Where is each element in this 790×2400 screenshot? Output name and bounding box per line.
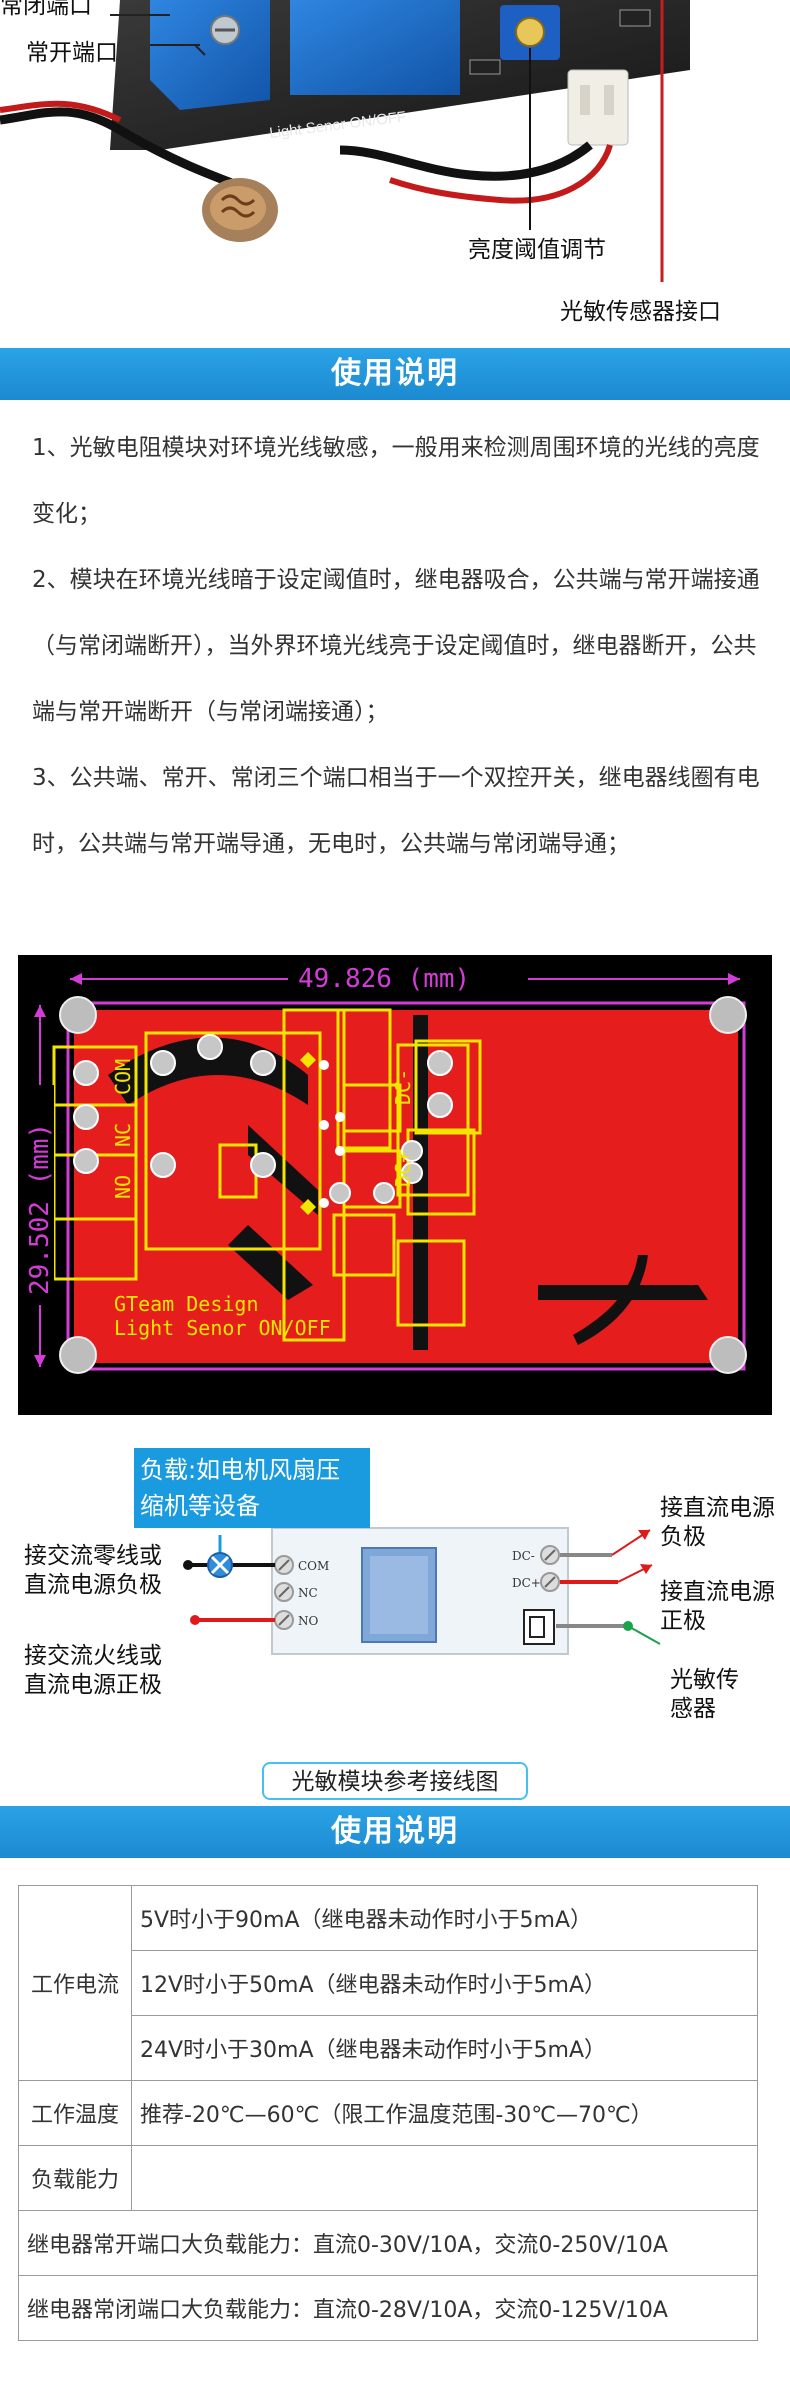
instruction-paragraph-2: 2、模块在环境光线暗于设定阈值时，继电器吸合，公共端与常开端接通（与常闭端断开）…	[32, 567, 760, 725]
nc-port-callout: 常闭端口	[0, 0, 92, 19]
table-cell-full: 继电器常开端口大负载能力：直流0-30V/10A，交流0-250V/10A	[18, 2210, 758, 2276]
dc-negative-label: 接直流电源负极	[660, 1495, 775, 1550]
product-photo: Light Senor ON/OFF 常闭端口 常开端口 亮度阈值调节 光敏传感…	[0, 0, 790, 345]
pcb-no-label: NO	[111, 1175, 135, 1199]
instruction-paragraph-3: 3、公共端、常开、常闭三个端口相当于一个双控开关，继电器线圈有电时，公共端与常开…	[32, 765, 760, 857]
table-cell: 推荐-20℃—60℃（限工作温度范围-30℃—70℃）	[131, 2080, 758, 2146]
pcb-brand-text: GTeam Design	[114, 1292, 259, 1316]
terminal-nc-label: NC	[298, 1586, 318, 1600]
table-row: 负载能力	[18, 2145, 758, 2211]
table-cell: 12V时小于50mA（继电器未动作时小于5mA）	[131, 1950, 758, 2016]
pcb-nc-label: NC	[111, 1123, 135, 1147]
spec-section-header: 使用说明	[0, 1806, 790, 1858]
wiring-diagram: COM NC NO DC- DC+ 接交流零线或直流电源负极 接交流火线或直流电…	[0, 1430, 790, 1810]
row-label-load: 负载能力	[18, 2145, 132, 2211]
dc-positive-label: 接直流电源正极	[660, 1579, 775, 1634]
live-or-positive-label: 接交流火线或直流电源正极	[24, 1643, 162, 1698]
pcb-com-label: COM	[111, 1059, 135, 1095]
table-row: 继电器常闭端口大负载能力：直流0-28V/10A，交流0-125V/10A	[18, 2275, 758, 2341]
table-row: 12V时小于50mA（继电器未动作时小于5mA）	[19, 1950, 758, 2016]
table-cell	[131, 2145, 758, 2211]
row-label-temperature: 工作温度	[18, 2080, 132, 2146]
table-row: 继电器常开端口大负载能力：直流0-30V/10A，交流0-250V/10A	[18, 2210, 758, 2276]
pcb-layout-diagram: COM NC NO DC- DC+ GTeam Design Light Sen…	[18, 955, 772, 1415]
wiring-caption: 光敏模块参考接线图	[262, 1762, 528, 1800]
no-port-callout: 常开端口	[26, 40, 118, 66]
usage-section-header: 使用说明	[0, 348, 790, 400]
table-row: 工作电流 5V时小于90mA（继电器未动作时小于5mA）	[18, 1885, 758, 2081]
terminal-dc-minus-label: DC-	[512, 1549, 535, 1563]
row-label-current: 工作电流	[18, 1885, 132, 2081]
terminal-dc-plus-label: DC+	[512, 1576, 541, 1590]
neutral-or-negative-label: 接交流零线或直流电源负极	[24, 1543, 162, 1598]
table-row: 工作温度 推荐-20℃—60℃（限工作温度范围-30℃—70℃）	[18, 2080, 758, 2146]
table-cell: 5V时小于90mA（继电器未动作时小于5mA）	[131, 1885, 758, 1951]
table-cell: 24V时小于30mA（继电器未动作时小于5mA）	[131, 2015, 758, 2081]
terminal-no-label: NO	[298, 1614, 319, 1628]
sensor-port-callout: 光敏传感器接口	[560, 299, 721, 325]
instruction-paragraph-1: 1、光敏电阻模块对环境光线敏感，一般用来检测周围环境的光线的亮度变化；	[32, 435, 760, 527]
photosensor-label: 光敏传感器	[670, 1667, 739, 1722]
threshold-adjust-callout: 亮度阈值调节	[468, 237, 606, 263]
pcb-product-text: Light Senor ON/OFF	[114, 1316, 331, 1340]
spec-table: 工作电流 5V时小于90mA（继电器未动作时小于5mA） 12V时小于50mA（…	[18, 1885, 758, 2341]
pcb-dc-minus-label: DC-	[391, 1069, 415, 1105]
pcb-dc-plus-label: DC+	[391, 1151, 415, 1187]
pcb-height-dimension: 29.502 (mm)	[25, 1123, 55, 1295]
pcb-width-dimension: 49.826 (mm)	[298, 964, 470, 994]
relay-module-illustration: Light Senor ON/OFF	[0, 0, 690, 282]
load-device-label: 负载:如电机风扇压缩机等设备	[134, 1448, 370, 1528]
terminal-com-label: COM	[298, 1559, 329, 1573]
table-cell-full: 继电器常闭端口大负载能力：直流0-28V/10A，交流0-125V/10A	[18, 2275, 758, 2341]
table-row: 24V时小于30mA（继电器未动作时小于5mA）	[19, 2015, 758, 2081]
